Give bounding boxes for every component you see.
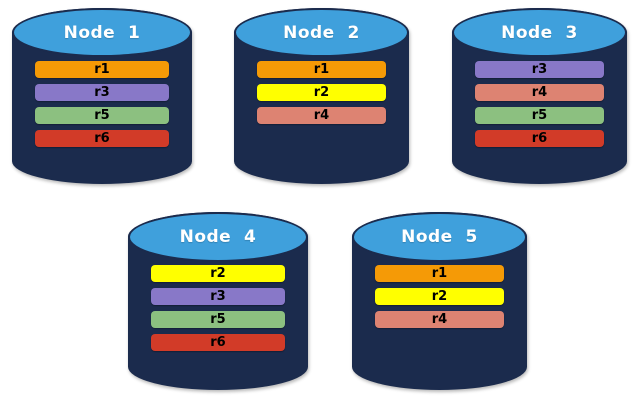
record-bar-r6[interactable]: r6 — [474, 129, 605, 147]
record-bar-r1[interactable]: r1 — [374, 265, 505, 283]
cylinder-top-ellipse — [452, 8, 627, 58]
record-bar-r3[interactable]: r3 — [35, 83, 169, 101]
cylinder-top-ellipse — [128, 212, 308, 262]
record-list: r1 r2 r4 — [256, 60, 387, 124]
cylinder-top-ellipse — [12, 8, 192, 58]
record-bar-r4[interactable]: r4 — [256, 106, 387, 124]
record-bar-r1[interactable]: r1 — [35, 60, 169, 78]
record-list: r1 r3 r5 r6 — [35, 60, 169, 147]
record-bar-r2[interactable]: r2 — [374, 288, 505, 306]
record-bar-r4[interactable]: r4 — [474, 83, 605, 101]
cylinder-top-ellipse — [352, 212, 527, 262]
record-bar-r5[interactable]: r5 — [474, 106, 605, 124]
record-bar-r2[interactable]: r2 — [151, 265, 285, 283]
cylinder-top-ellipse — [234, 8, 409, 58]
record-bar-r6[interactable]: r6 — [35, 129, 169, 147]
record-bar-r5[interactable]: r5 — [35, 106, 169, 124]
record-bar-r2[interactable]: r2 — [256, 83, 387, 101]
record-bar-r3[interactable]: r3 — [151, 288, 285, 306]
record-bar-r1[interactable]: r1 — [256, 60, 387, 78]
record-bar-r5[interactable]: r5 — [151, 311, 285, 329]
record-bar-r3[interactable]: r3 — [474, 60, 605, 78]
record-list: r3 r4 r5 r6 — [474, 60, 605, 147]
record-bar-r4[interactable]: r4 — [374, 311, 505, 329]
record-list: r2 r3 r5 r6 — [151, 265, 285, 352]
record-list: r1 r2 r4 — [374, 265, 505, 329]
record-bar-r6[interactable]: r6 — [151, 334, 285, 352]
